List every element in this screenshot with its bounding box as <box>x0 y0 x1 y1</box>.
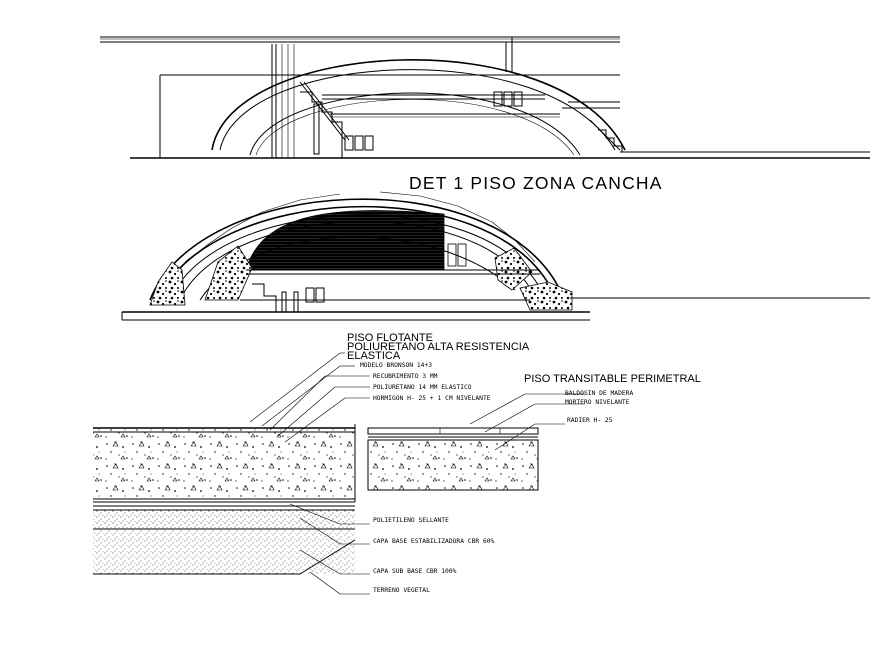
layer-label: CAPA BASE ESTABILIZADORA CBR 60% <box>373 538 495 545</box>
section-title: DET 1 PISO ZONA CANCHA <box>409 173 663 193</box>
layer-label: HORMIGON H- 25 + 1 CM NIVELANTE <box>373 395 491 402</box>
layer-label: TERRENO VEGETAL <box>373 587 430 594</box>
floating-floor-heading-line2: POLIURETANO ALTA RESISTENCIA <box>347 341 530 353</box>
layer-label: POLIURETANO 14 MM ELASTICO <box>373 384 472 391</box>
layer-label: CAPA SUB BASE CBR 100% <box>373 568 457 575</box>
top-elevation <box>100 36 870 159</box>
layer-label: RECUBRIMENTO 3 MM <box>373 373 438 380</box>
floating-floor-heading-line1: PISO FLOTANTE <box>347 332 433 344</box>
layer-label: MODELO BRONSON 14+3 <box>360 362 432 369</box>
layer-label: POLIETILENO SELLANTE <box>373 517 449 524</box>
cross-section <box>121 191 870 321</box>
layer-label: BALDOSIN DE MADERA <box>565 390 633 397</box>
layer-label: RADIER H- 25 <box>567 417 613 424</box>
floor-layer-detail: PISO FLOTANTE POLIURETANO ALTA RESISTENC… <box>93 332 701 595</box>
perimeter-floor-heading: PISO TRANSITABLE PERIMETRAL <box>524 373 701 385</box>
floating-floor-heading-line3: ELASTICA <box>347 350 401 362</box>
layer-label: MORTERO NIVELANTE <box>565 399 630 406</box>
